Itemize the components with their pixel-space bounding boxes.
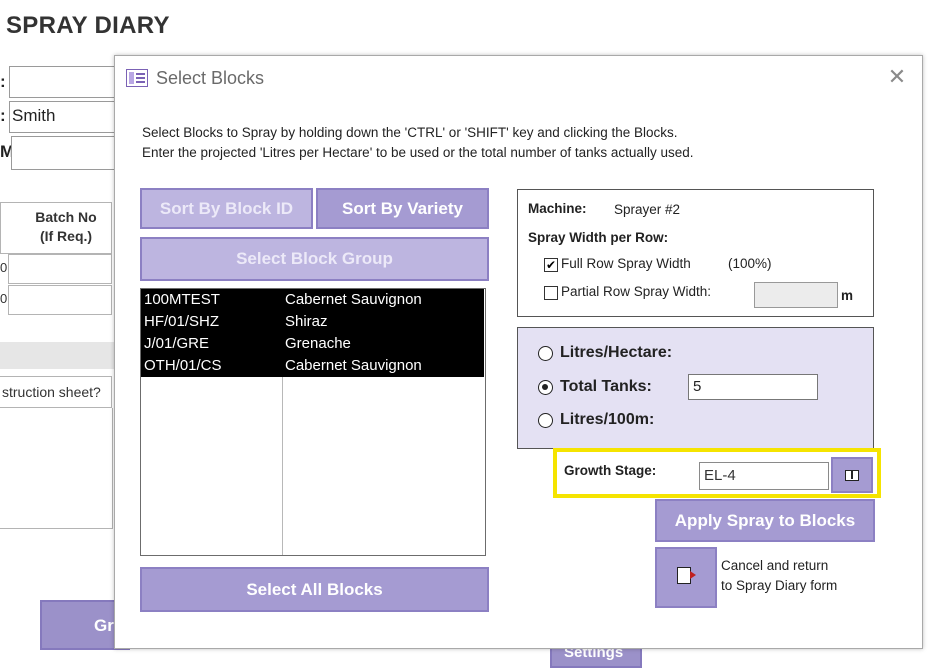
block-id: J/01/GRE [144,335,210,352]
growth-stage-input[interactable]: EL-4 [699,462,829,490]
partial-unit-label: m [841,288,854,303]
partial-row-label: Partial Row Spray Width: [561,284,712,299]
block-variety: Grenache [285,335,351,352]
batch-cell[interactable] [8,285,112,315]
spray-width-label: Spray Width per Row: [528,230,669,245]
sort-by-variety-button[interactable]: Sort By Variety [316,188,489,229]
field-colon: : [0,72,6,91]
total-tanks-radio[interactable] [538,380,553,395]
total-tanks-label: Total Tanks: [560,378,652,395]
machine-panel: Machine: Sprayer #2 Spray Width per Row:… [517,189,874,317]
column-divider [282,289,283,555]
litres-hectare-label: Litres/Hectare: [560,344,673,361]
block-id: HF/01/SHZ [144,313,220,330]
radio-selected-dot [542,384,548,390]
dialog-title: Select Blocks [156,68,265,88]
cancel-text-line-2: to Spray Diary form [721,578,838,593]
background-field-1[interactable] [9,66,115,98]
field-colon: : [0,106,6,125]
checkmark-icon: ✔ [545,258,557,272]
row-tick: 0 [0,260,8,275]
full-row-percent: (100%) [728,256,772,271]
field-partial-label: M [0,142,15,161]
growth-stage-highlight [553,448,881,498]
name-field[interactable]: Smith [9,101,115,133]
instruction-line-2: Enter the projected 'Litres per Hectare'… [142,145,694,160]
growth-stage-label: Growth Stage: [564,463,657,478]
block-variety: Cabernet Sauvignon [285,357,422,374]
background-field-3[interactable] [11,136,115,170]
machine-value: Sprayer #2 [614,202,681,217]
machine-label: Machine: [528,201,587,216]
row-tick: 0 [0,291,8,306]
batch-no-header: Batch No (If Req.) [35,209,97,244]
full-row-checkbox[interactable]: ✔ [544,258,558,272]
partial-row-checkbox[interactable] [544,286,558,300]
sort-by-block-id-button[interactable]: Sort By Block ID [140,188,313,229]
block-variety: Shiraz [285,313,328,330]
dialog-titlebar: Select Blocks ✕ [115,56,922,102]
batch-cell[interactable] [8,254,112,284]
form-window-icon [126,69,148,87]
cancel-return-button[interactable] [655,547,717,608]
page-title: SPRAY DIARY [6,12,170,39]
select-all-blocks-button[interactable]: Select All Blocks [140,567,489,612]
instruction-sheet-question: struction sheet? [0,376,112,408]
list-item[interactable]: HF/01/SHZ Shiraz [141,311,484,333]
list-item[interactable]: OTH/01/CS Cabernet Sauvignon [141,355,484,377]
instruction-line-1: Select Blocks to Spray by holding down t… [142,125,678,140]
litres-hectare-radio[interactable] [538,346,553,361]
section-band [0,342,116,369]
select-blocks-dialog: Select Blocks ✕ Select Blocks to Spray b… [114,55,923,649]
cancel-text-line-1: Cancel and return [721,558,829,573]
litres-100m-radio[interactable] [538,413,553,428]
partial-row-width-input[interactable] [754,282,838,308]
select-block-group-button[interactable]: Select Block Group [140,237,489,281]
growth-stage-lookup-button[interactable] [831,457,873,493]
block-variety: Cabernet Sauvignon [285,291,422,308]
background-box [0,408,113,529]
block-id: 100MTEST [144,291,220,308]
quantity-options-panel: Litres/Hectare: Total Tanks: 5 Litres/10… [517,327,874,449]
table-header [0,202,112,254]
cancel-description: Cancel and return to Spray Diary form [721,556,837,596]
full-row-label: Full Row Spray Width [561,256,691,271]
book-icon [845,470,859,481]
list-item[interactable]: 100MTEST Cabernet Sauvignon [141,289,484,311]
block-id: OTH/01/CS [144,357,222,374]
list-item[interactable]: J/01/GRE Grenache [141,333,484,355]
close-icon[interactable]: ✕ [887,64,907,89]
exit-door-icon [677,567,696,584]
total-tanks-input[interactable]: 5 [688,374,818,400]
apply-spray-button[interactable]: Apply Spray to Blocks [655,499,875,542]
litres-100m-label: Litres/100m: [560,411,655,428]
